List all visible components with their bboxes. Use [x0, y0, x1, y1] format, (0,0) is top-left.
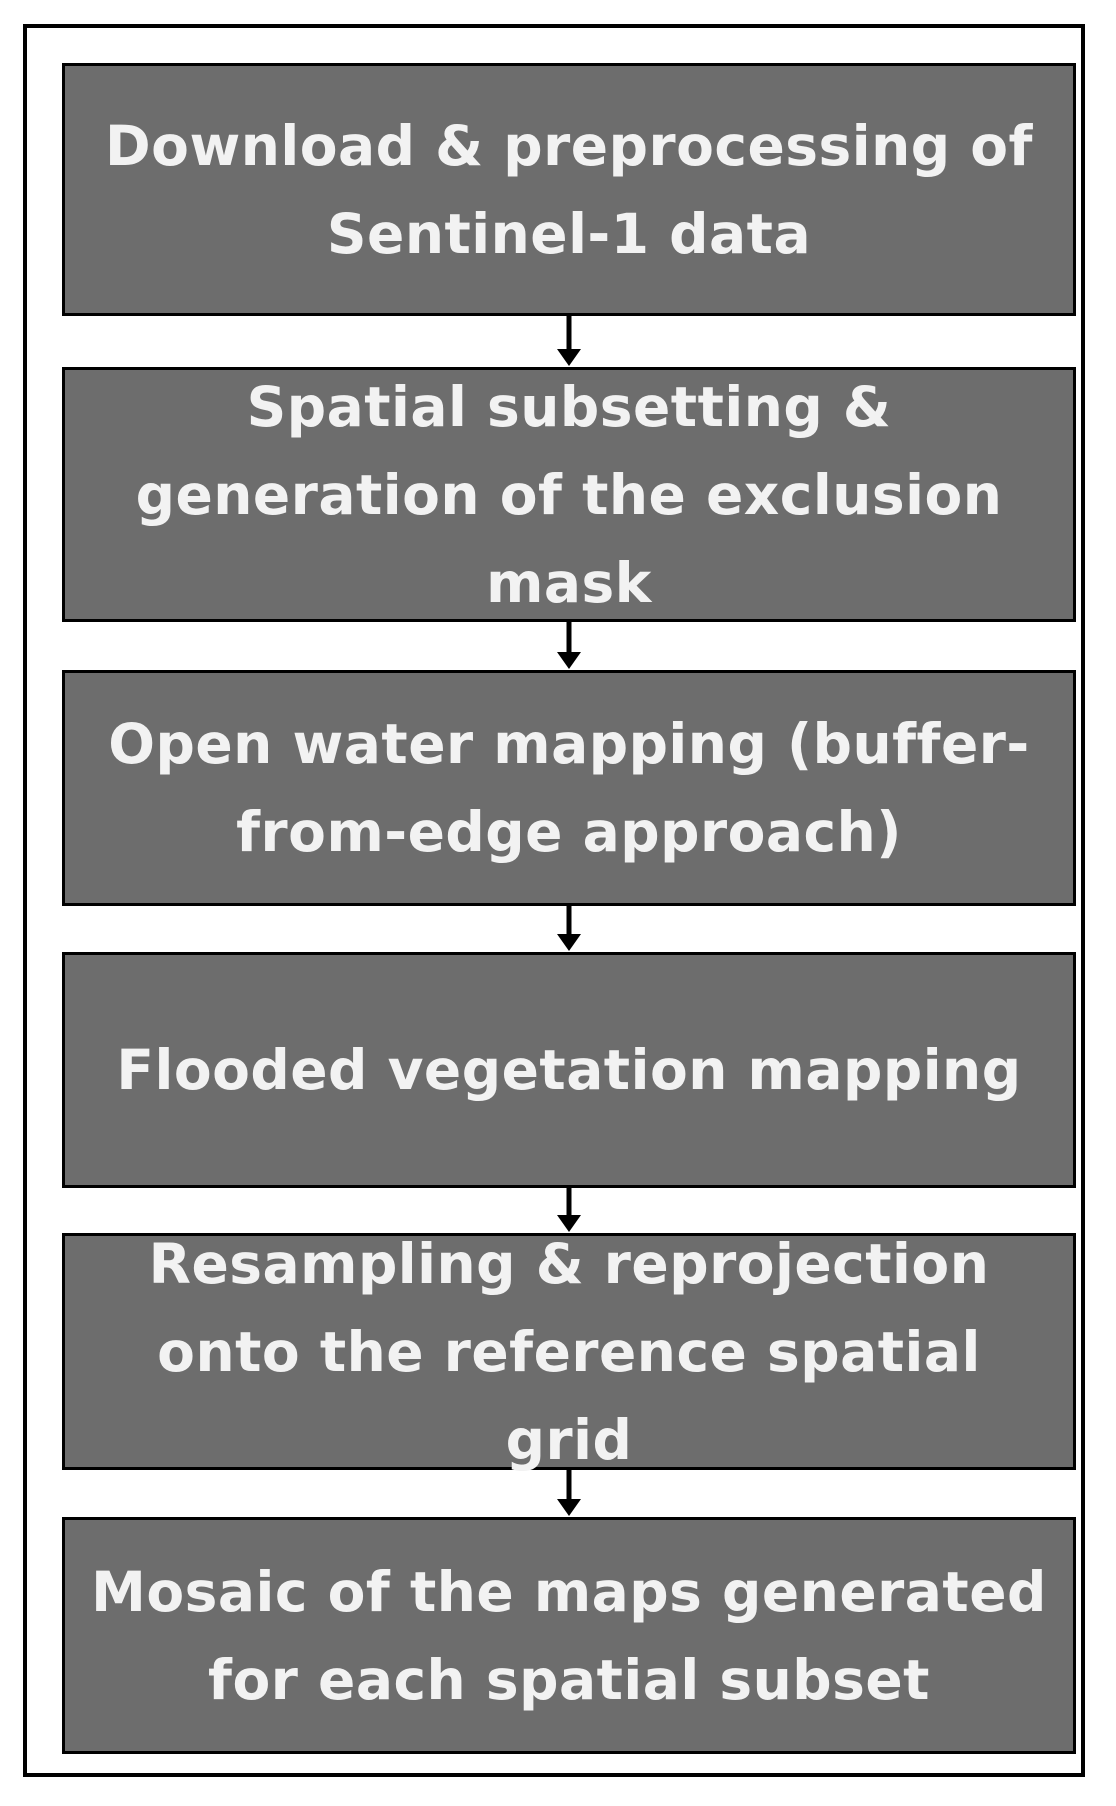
- step-download-preprocessing: Download & preprocessing of Sentinel-1 d…: [62, 63, 1076, 316]
- step-label: Spatial subsetting & generation of the e…: [135, 374, 1003, 615]
- step-label: Flooded vegetation mapping: [116, 1038, 1022, 1102]
- step-flooded-vegetation-mapping: Flooded vegetation mapping: [62, 952, 1076, 1188]
- step-open-water-mapping: Open water mapping (buffer-from-edge app…: [62, 670, 1076, 906]
- step-label: Resampling & reprojection onto the refer…: [148, 1231, 990, 1472]
- step-resampling-reprojection: Resampling & reprojection onto the refer…: [62, 1232, 1076, 1472]
- step-label: Download & preprocessing of Sentinel-1 d…: [105, 113, 1033, 266]
- step-spatial-subsetting: Spatial subsetting & generation of the e…: [62, 367, 1076, 622]
- step-label: Open water mapping (buffer-from-edge app…: [108, 712, 1030, 864]
- step-label: Mosaic of the maps generated for each sp…: [91, 1559, 1047, 1712]
- step-mosaic: Mosaic of the maps generated for each sp…: [62, 1517, 1076, 1754]
